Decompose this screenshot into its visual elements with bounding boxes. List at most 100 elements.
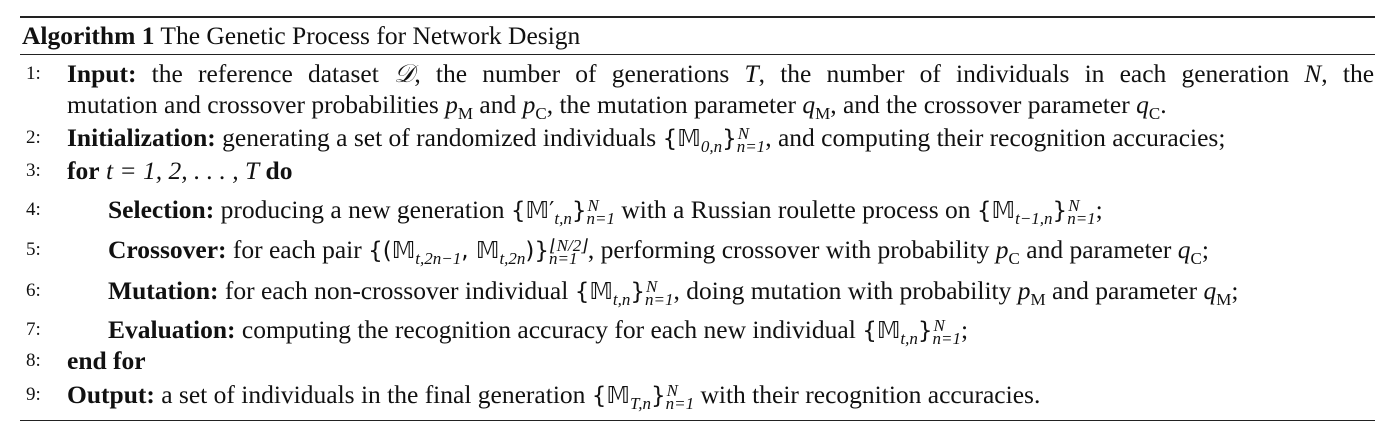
set-close: } <box>1052 198 1068 224</box>
evaluation-keyword: Evaluation: <box>108 315 236 344</box>
text-segment: ; <box>1095 195 1103 224</box>
bottom-rule <box>20 420 1375 421</box>
subscript: M <box>1030 290 1046 310</box>
set-open: {𝕄′ <box>510 198 555 224</box>
upper-bound: N <box>933 316 945 336</box>
text-segment: , the number of individuals in each gene… <box>758 59 1290 88</box>
algorithm-line-6: 6: Mutation: for each non-crossover indi… <box>0 272 1394 310</box>
text-segment: mutation and crossover probabilities <box>67 90 439 119</box>
set-open: {𝕄 <box>662 126 701 152</box>
text-segment: ; <box>961 315 969 344</box>
p-symbol: p <box>1017 276 1031 305</box>
algorithm-label: Algorithm 1 <box>22 21 155 50</box>
subscript: C <box>1190 249 1202 269</box>
line-text: Output: a set of individuals in the fina… <box>67 376 1040 415</box>
set-open: {𝕄 <box>862 318 901 344</box>
subscript: M <box>815 104 831 124</box>
subscript: C <box>535 104 547 124</box>
text-segment: , and computing their recognition accura… <box>765 123 1226 152</box>
upper-bound: N <box>1068 196 1080 216</box>
line-number: 2: <box>26 127 41 148</box>
set-close: } <box>650 383 666 409</box>
algorithm-line-7: 7: Evaluation: computing the recognition… <box>0 310 1394 350</box>
individuals-symbol: N <box>1304 59 1322 88</box>
set-close: } <box>571 198 587 224</box>
generations-symbol: T <box>744 59 759 88</box>
line-number: 3: <box>26 160 41 181</box>
lower-bound: n=1 <box>1067 209 1096 229</box>
line-text: Evaluation: computing the recognition ac… <box>108 310 968 351</box>
q-symbol: q <box>1203 276 1217 305</box>
pair-mid: , 𝕄 <box>461 238 500 264</box>
line-number: 6: <box>26 280 41 301</box>
line-text: Initialization: generating a set of rand… <box>67 120 1225 157</box>
line-text: Mutation: for each non-crossover individ… <box>108 272 1238 311</box>
subscript: 0,n <box>700 137 723 157</box>
algorithm-line-5: 5: Crossover: for each pair {(𝕄t,2n−1, 𝕄… <box>0 230 1394 270</box>
text-segment: and parameter <box>1052 276 1198 305</box>
end-for-keyword: end for <box>67 346 146 375</box>
for-keyword: for <box>67 156 100 185</box>
text-segment: for each pair <box>232 235 362 264</box>
dataset-symbol: 𝒟 <box>393 59 415 89</box>
upper-bound: N <box>646 277 658 297</box>
subscript: t,n <box>612 290 631 310</box>
subscript: t,n <box>554 209 572 229</box>
subscript: t,2n <box>499 249 526 269</box>
upper-bound: ⌊N/2⌋ <box>550 236 588 256</box>
initialization-keyword: Initialization: <box>67 123 216 152</box>
text-segment: with their recognition accuracies. <box>700 380 1041 409</box>
subscript: M <box>1216 290 1232 310</box>
output-keyword: Output: <box>67 380 155 409</box>
text-segment: , the number of generations <box>414 59 730 88</box>
line-text: mutation and crossover probabilities pM … <box>67 89 1167 124</box>
algorithm-line-1-cont: mutation and crossover probabilities pM … <box>0 89 1394 124</box>
set-close: } <box>630 279 646 305</box>
text-segment: with a Russian roulette process on <box>621 195 971 224</box>
lower-bound: n=1 <box>665 394 695 414</box>
crossover-keyword: Crossover: <box>108 235 227 264</box>
algorithm-line-2: 2: Initialization: generating a set of r… <box>0 120 1394 156</box>
text-segment: ; <box>1231 276 1239 305</box>
subscript: C <box>1008 249 1020 269</box>
text-segment: the reference dataset <box>151 59 379 88</box>
subscript: t,2n−1 <box>415 249 462 269</box>
subscript: M <box>457 104 474 124</box>
line-number: 7: <box>26 319 41 340</box>
math-set: {(𝕄t,2n−1, 𝕄t,2n)}⌊N/2⌋n=1 <box>368 235 588 267</box>
upper-bound: N <box>737 124 750 144</box>
lower-bound: n=1 <box>932 329 962 349</box>
caption-rule <box>20 54 1375 55</box>
mutation-keyword: Mutation: <box>108 276 219 305</box>
subscript: T,n <box>630 394 651 414</box>
selection-keyword: Selection: <box>108 195 215 224</box>
algorithm-line-9: 9: Output: a set of individuals in the f… <box>0 376 1394 414</box>
algorithm-caption: Algorithm 1 The Genetic Process for Netw… <box>22 20 580 52</box>
set-open: {𝕄 <box>976 198 1016 224</box>
line-number: 8: <box>26 350 41 371</box>
set-open: {(𝕄 <box>368 238 416 264</box>
text-segment: ; <box>1201 235 1209 264</box>
algorithm-line-4: 4: Selection: producing a new generation… <box>0 190 1394 230</box>
text-segment: for each non-crossover individual <box>224 276 569 305</box>
top-rule <box>20 16 1375 18</box>
line-number: 1: <box>26 63 41 84</box>
text-segment: and parameter <box>1026 235 1172 264</box>
text-segment: . <box>1160 90 1167 119</box>
set-close: } <box>722 126 737 152</box>
p-symbol: p <box>522 90 536 119</box>
subscript: t−1,n <box>1015 209 1053 229</box>
lower-bound: n=1 <box>645 290 674 310</box>
algorithm-line-3: 3: for t = 1, 2, . . . , T do <box>0 155 1394 187</box>
algorithm-line-1: 1: Input: the reference dataset 𝒟, the n… <box>0 58 1394 90</box>
line-number: 5: <box>26 239 41 260</box>
